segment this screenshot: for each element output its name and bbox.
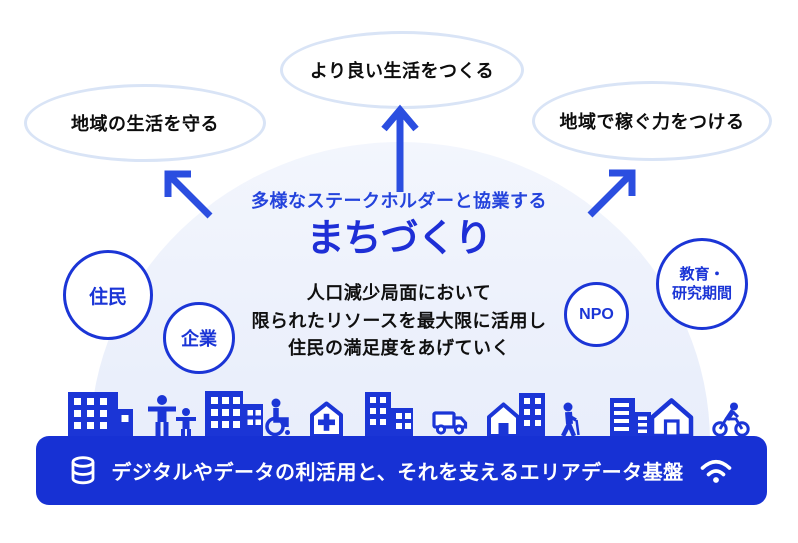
house-large-icon — [649, 398, 694, 436]
wifi-icon — [700, 459, 731, 483]
cyclist-icon — [712, 402, 750, 436]
apartment-building-icon — [519, 393, 545, 436]
stakeholder-circle-education-research: 教育・ 研究期間 — [656, 238, 748, 330]
adult-figure-icon — [148, 395, 176, 436]
arrow-up-left-icon — [164, 170, 213, 219]
foundation-bar: デジタルやデータの利活用と、それを支えるエリアデータ基盤 — [36, 436, 767, 505]
office-building-3-icon — [365, 392, 413, 436]
stakeholder-label-line1: 教育・ — [679, 266, 725, 283]
outcome-ellipse-protect-life: 地域の生活を守る — [24, 84, 266, 162]
outcome-ellipse-earning-power: 地域で稼ぐ力をつける — [532, 81, 772, 161]
foundation-label: デジタルやデータの利活用と、それを支えるエリアデータ基盤 — [111, 462, 684, 484]
outcome-label: 地域の生活を守る — [71, 114, 219, 134]
description-line: 人口減少局面において — [306, 283, 492, 303]
arrow-up-right-icon — [587, 169, 636, 218]
diagram-description: 人口減少局面において 限られたリソースを最大限に活用し 住民の満足度をあげていく — [0, 280, 798, 363]
house-icon — [487, 402, 520, 436]
stakeholder-circle-residents: 住民 — [63, 250, 153, 340]
stakeholder-label-line2: 研究期間 — [671, 285, 732, 302]
description-line: 住民の満足度をあげていく — [288, 338, 510, 358]
striped-building-icon — [610, 398, 651, 436]
outcome-ellipse-better-life: より良い生活をつくる — [280, 31, 524, 109]
city-skyline-illustration — [68, 391, 750, 436]
stakeholder-label: 住民 — [88, 286, 127, 308]
delivery-truck-icon — [432, 411, 468, 435]
hospital-icon — [310, 401, 343, 436]
database-icon — [71, 456, 95, 485]
office-building-icon — [68, 392, 133, 436]
office-building-2-icon — [205, 391, 263, 436]
diagram-title: まちづくり — [306, 218, 492, 260]
wheelchair-user-icon — [265, 398, 290, 436]
stakeholder-circle-companies: 企業 — [163, 302, 235, 374]
outcome-label: より良い生活をつくる — [309, 61, 495, 81]
stakeholder-label: NPO — [579, 305, 614, 323]
description-line: 限られたリソースを最大限に活用し — [251, 310, 547, 331]
stakeholder-label: 企業 — [181, 329, 217, 349]
child-figure-icon — [176, 408, 196, 436]
stakeholder-circle-npo: NPO — [564, 282, 629, 347]
walking-senior-icon — [560, 402, 580, 436]
outcome-label: 地域で稼ぐ力をつける — [559, 112, 745, 132]
diagram-subtitle: 多様なステークホルダーと協業する — [251, 191, 547, 211]
arrow-up-icon — [381, 104, 419, 192]
